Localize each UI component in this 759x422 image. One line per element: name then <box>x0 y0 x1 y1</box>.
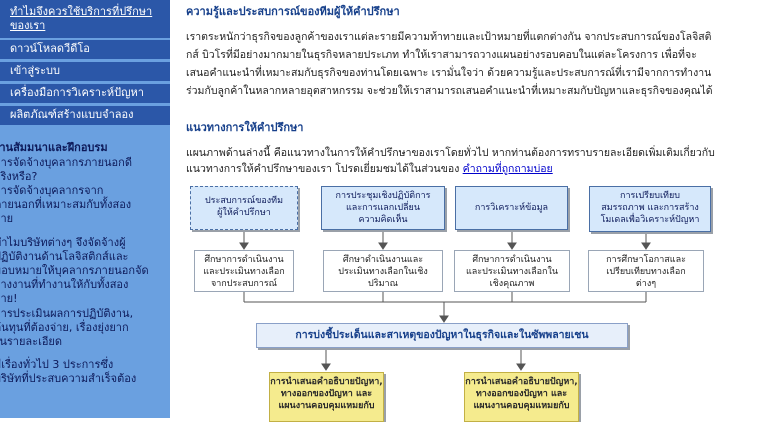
box-data-analysis: การวิเคราะห์ข้อมูล <box>455 186 568 230</box>
box-text: และประเมินทางเลือกใน <box>465 267 559 277</box>
box-issue-identification: การบ่งชี้ประเด็นและสาเหตุของปัญหาในธุรกิ… <box>256 323 628 348</box>
box-text: ความคิดเห็น <box>358 215 408 225</box>
box-text: จากประสบการณ์ <box>210 279 278 289</box>
sidebar: ทำไมจึงควรใช้บริการที่ปรึกษาของเรา ดาวน์… <box>0 0 170 418</box>
box-text: เปรียบเทียบทางเลือก <box>606 267 686 277</box>
sidebar-link[interactable]: การจัดจ้างบุคลากรภายนอกดี <box>0 156 132 169</box>
nav-item-label: ดาวน์โหลดวีดีโอ <box>10 42 90 55</box>
box-text: และการแลกเปลี่ยน <box>346 203 420 213</box>
seminar-panel: งานสัมมนาและฝึกอบรม การจัดจ้างบุคลากรภาย… <box>0 132 170 418</box>
box-text: ทางออกของปัญหา และ <box>475 389 568 399</box>
arrow-head <box>239 242 249 250</box>
box-text: การประชุมเชิงปฏิบัติการ <box>335 191 431 201</box>
para-approach-line: แนวทางการให้คำปรึกษาของเรา โปรดเยี่ยมชมไ… <box>186 160 553 177</box>
sidebar-link[interactable]: การจัดจ้างบุคลากรจาก <box>0 184 104 197</box>
sidebar-link[interactable]: ปฏิบัติงานด้านโลจิสติกส์และ <box>0 250 129 263</box>
nav-item-label: ผลิตภัณฑ์สร้างแบบจำลอง <box>10 108 134 121</box>
sidebar-link[interactable]: ในรายละเอียด <box>0 335 63 348</box>
box-text: การวิเคราะห์ข้อมูล <box>474 203 549 213</box>
approach-diagram <box>239 230 651 371</box>
box-text: ปริมาณ <box>368 279 398 289</box>
sidebar-link[interactable]: ภายนอกที่เหมาะสมกับทั้งสอง <box>0 198 132 211</box>
box-text: สมรรถภาพ และการสร้าง <box>601 203 699 213</box>
box-text: ประสบการณ์ของทีม <box>204 196 284 206</box>
box-team-experience: ประสบการณ์ของทีม ผู้ให้คำปรึกษา <box>190 186 298 230</box>
box-text: ศึกษาการดำเนินงาน <box>204 255 284 265</box>
sidebar-link[interactable]: มอบหมายให้บุคลากรภายนอกจัด <box>0 264 149 277</box>
box-text: ผู้ให้คำปรึกษา <box>217 208 271 218</box>
arrow-head <box>507 242 517 250</box>
nav-item-why-us[interactable]: ทำไมจึงควรใช้บริการที่ปรึกษาของเรา <box>0 0 170 38</box>
box-text: และประเมินทางเลือก <box>203 267 285 277</box>
box-text: ต่างๆ <box>635 279 657 289</box>
arrow-head <box>516 363 526 371</box>
sidebar-link[interactable]: การประเมินผลการปฏิบัติงาน, <box>0 307 134 320</box>
box-text: การเปรียบเทียบ <box>620 191 680 201</box>
nav-item-label: ทำไมจึงควรใช้บริการที่ปรึกษาของเรา <box>10 5 153 32</box>
box-text: โมเดลเพื่อวิเคราะห์ปัญหา <box>600 215 700 225</box>
heading-approach: แนวทางการให้คำปรึกษา <box>186 121 304 134</box>
box-text: การศึกษาโอกาสและ <box>606 255 686 265</box>
nav-item-login[interactable]: เข้าสู่ระบบ <box>0 62 170 81</box>
sidebar-link[interactable]: บริษัทที่ประสบความสำเร็จต้อง <box>0 372 137 385</box>
nav-item-download-video[interactable]: ดาวน์โหลดวีดีโอ <box>0 40 170 59</box>
arrow-head <box>378 242 388 250</box>
main-content: ความรู้และประสบการณ์ของทีมผู้ให้คำปรึกษา… <box>186 0 759 422</box>
box-workshop: การประชุมเชิงปฏิบัติการ และการแลกเปลี่ยน… <box>321 186 445 230</box>
box-text: ทางออกของปัญหา และ <box>280 389 373 399</box>
box-text: ศึกษาดำเนินงานและ <box>342 255 424 265</box>
sidebar-link[interactable]: มีเรื่องทั่วไป 3 ประการซึ่ง <box>0 358 114 371</box>
arrow-head <box>321 363 331 371</box>
para-approach-text: แนวทางการให้คำปรึกษาของเรา โปรดเยี่ยมชมไ… <box>186 163 463 175</box>
heading-expertise: ความรู้และประสบการณ์ของทีมผู้ให้คำปรึกษา <box>186 5 400 18</box>
box-result-right: การนำเสนอคำอธิบายปัญหา, ทางออกของปัญหา แ… <box>464 372 579 422</box>
box-benchmarking: การเปรียบเทียบ สมรรถภาพ และการสร้าง โมเด… <box>589 186 711 232</box>
box-study-opportunities: การศึกษาโอกาสและ เปรียบเทียบทางเลือก ต่า… <box>588 250 704 292</box>
box-text: แผนงานคอบคุมแหมยกับ <box>278 401 375 411</box>
arrow-head <box>641 242 651 250</box>
para-expertise-line: เสนอคำแนะนำที่เหมาะสมกับธุรกิจของท่านโดย… <box>186 67 712 79</box>
box-text: เชิงคุณภาพ <box>489 279 535 289</box>
para-expertise-line: ร่วมกับลูกค้าในหลากหลายอุตสาหกรรม จะช่วย… <box>186 85 713 97</box>
box-text: การบ่งชี้ประเด็นและสาเหตุของปัญหาในธุรกิ… <box>295 329 589 341</box>
box-study-qualitative: ศึกษาการดำเนินงาน และประเมินทางเลือกใน เ… <box>454 250 570 292</box>
nav-item-modeling-products[interactable]: ผลิตภัณฑ์สร้างแบบจำลอง <box>0 106 170 125</box>
faq-link[interactable]: คำถามที่ถูกถามบ่อย <box>462 163 553 175</box>
para-expertise-line: เราตระหนักว่าธุรกิจของลูกค้าของเราแต่ละร… <box>186 31 712 43</box>
box-text: แผนงานคอบคุมแหมยกับ <box>473 401 570 411</box>
para-approach-line: แผนภาพด้านล่างนี้ คือแนวทางในการให้คำปรึ… <box>186 147 715 159</box>
sidebar-link[interactable]: จริงหรือ? <box>0 170 38 183</box>
sidebar-link[interactable]: ต้นทุนที่ต้องจ่าย, เรื่องยุ่งยาก <box>0 321 129 334</box>
box-study-quantitative: ศึกษาดำเนินงานและ ประเมินทางเลือกในเชิง … <box>323 250 443 292</box>
sidebar-link[interactable]: จ้างงานที่ทำงานให้กับทั้งสอง <box>0 278 129 291</box>
para-expertise-line: กส์ บิวโรที่มีอย่างมากมายในธุรกิจหลายประ… <box>186 49 697 61</box>
box-result-left: การนำเสนอคำอธิบายปัญหา, ทางออกของปัญหา แ… <box>269 372 384 422</box>
nav-item-analysis-tools[interactable]: เครื่องมือการวิเคราะห์ปัญหา <box>0 84 170 103</box>
box-text: การนำเสนอคำอธิบายปัญหา, <box>465 377 578 387</box>
nav-item-label: เครื่องมือการวิเคราะห์ปัญหา <box>10 86 144 99</box>
seminar-heading: งานสัมมนาและฝึกอบรม <box>0 141 108 154</box>
arrow-head <box>439 315 449 323</box>
sidebar-link[interactable]: ทำไมบริษัทต่างๆ จึงจัดจ้างผู้ <box>0 236 126 249</box>
nav-item-label: เข้าสู่ระบบ <box>10 64 60 77</box>
sidebar-link[interactable]: ฝ่าย! <box>0 292 18 305</box>
box-text: ประเมินทางเลือกในเชิง <box>338 267 428 277</box>
box-study-experience: ศึกษาการดำเนินงาน และประเมินทางเลือก จาก… <box>194 250 294 292</box>
box-text: การนำเสนอคำอธิบายปัญหา, <box>270 377 383 387</box>
box-text: ศึกษาการดำเนินงาน <box>472 255 552 265</box>
sidebar-link[interactable]: ฝ่าย <box>0 212 14 225</box>
